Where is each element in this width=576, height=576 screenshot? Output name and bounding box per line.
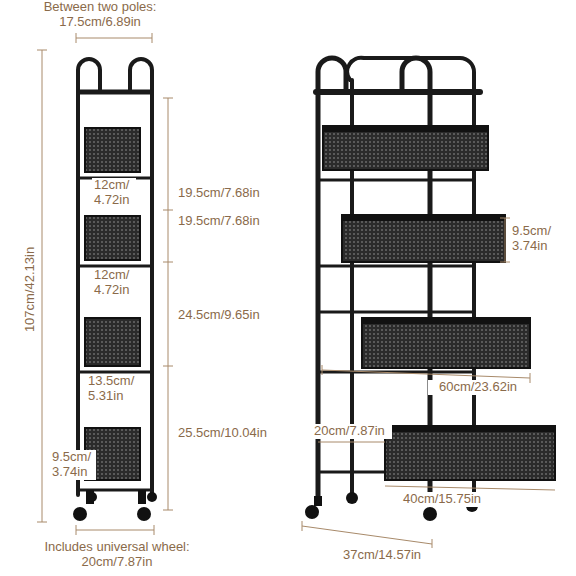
dimension-label: 19.5cm/7.68in	[176, 214, 276, 229]
dimension-label: 9.5cm/ 3.74in	[510, 224, 566, 254]
dimension-label: 24.5cm/9.65in	[176, 308, 276, 323]
dimension-label: 20cm/7.87in	[312, 424, 392, 439]
dimension-label: 37cm/14.57in	[322, 548, 442, 563]
dimension-label: Between two poles: 17.5cm/6.89in	[20, 0, 180, 30]
dimension-label: Includes universal wheel: 20cm/7.87in	[12, 540, 222, 570]
dimension-label: 107cm/42.13in	[23, 229, 38, 349]
dimension-label: 19.5cm/7.68in	[176, 186, 276, 201]
dimension-label: 12cm/ 4.72in	[92, 268, 136, 298]
dimension-lines	[37, 33, 555, 549]
front-wheels	[73, 490, 157, 521]
dimension-label: 9.5cm/ 3.74in	[50, 450, 96, 480]
dimension-label: 25.5cm/10.04in	[176, 426, 281, 441]
dimension-label: 12cm/ 4.72in	[92, 178, 136, 208]
front-view	[78, 59, 152, 495]
front-baskets	[85, 128, 140, 480]
dimension-label: 13.5cm/ 5.31in	[86, 374, 138, 404]
dimension-label: 60cm/23.62in	[428, 380, 528, 395]
dimension-label: 40cm/15.75in	[392, 492, 492, 507]
